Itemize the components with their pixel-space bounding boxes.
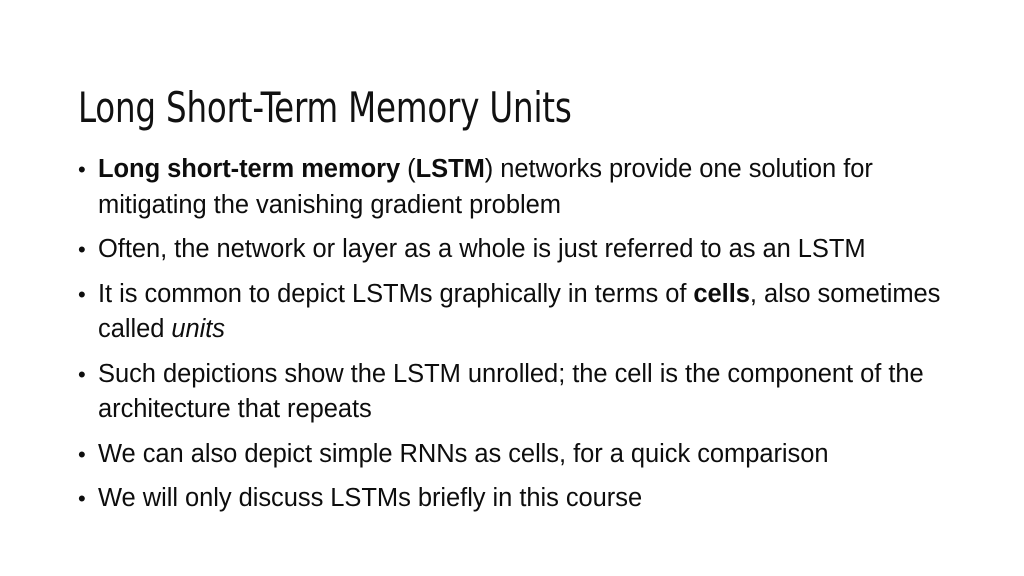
- text-run: (: [400, 155, 416, 183]
- text-run: , also sometimes called: [98, 279, 941, 344]
- bullet-marker-icon: •: [78, 361, 86, 387]
- bullet-network-referred-to: • Often, the network or layer as a whole …: [76, 232, 962, 268]
- bullet-lstm-definition: • Long short-term memory (LSTM) networks …: [76, 152, 962, 223]
- text-run: Such depictions show the LSTM unrolled; …: [98, 359, 924, 424]
- bullet-text: We can also depict simple RNNs as cells,…: [98, 437, 962, 473]
- bullet-marker-icon: •: [78, 237, 86, 262]
- text-run: It is common to depict LSTMs graphically…: [98, 279, 694, 308]
- bullet-unrolled-depictions: • Such depictions show the LSTM unrolled;…: [76, 357, 962, 428]
- emphasis-bold: Long short-term memory: [98, 155, 401, 183]
- text-run: Often, the network or layer as a whole i…: [98, 235, 866, 263]
- bullet-text: We will only discuss LSTMs briefly in th…: [98, 481, 962, 517]
- emphasis-bold: LSTM: [415, 155, 485, 183]
- bullet-text: Such depictions show the LSTM unrolled; …: [98, 357, 962, 428]
- bullet-marker-icon: •: [78, 157, 86, 182]
- bullet-marker-icon: •: [78, 486, 86, 511]
- bullet-briefly-in-course: • We will only discuss LSTMs briefly in t…: [76, 481, 962, 517]
- emphasis-italic: units: [171, 315, 225, 343]
- page-title: Long Short-Term Memory Units: [78, 83, 572, 133]
- bullet-marker-icon: •: [78, 281, 86, 307]
- bullet-text: Long short-term memory (LSTM) networks p…: [98, 152, 962, 223]
- text-run: We can also depict simple RNNs as cells,…: [98, 439, 829, 468]
- bullet-text: It is common to depict LSTMs graphically…: [98, 277, 962, 348]
- bullet-marker-icon: •: [78, 441, 86, 467]
- bullet-depict-cells: • It is common to depict LSTMs graphicall…: [76, 277, 962, 348]
- text-run: We will only discuss LSTMs briefly in th…: [98, 484, 643, 512]
- text-run: ) networks provide one solution for miti…: [98, 155, 873, 219]
- emphasis-bold: cells: [693, 279, 750, 308]
- bullet-text: Often, the network or layer as a whole i…: [98, 232, 962, 268]
- bullet-simple-rnn-cells: • We can also depict simple RNNs as cells…: [76, 437, 962, 473]
- bullet-list: • Long short-term memory (LSTM) networks …: [76, 152, 962, 517]
